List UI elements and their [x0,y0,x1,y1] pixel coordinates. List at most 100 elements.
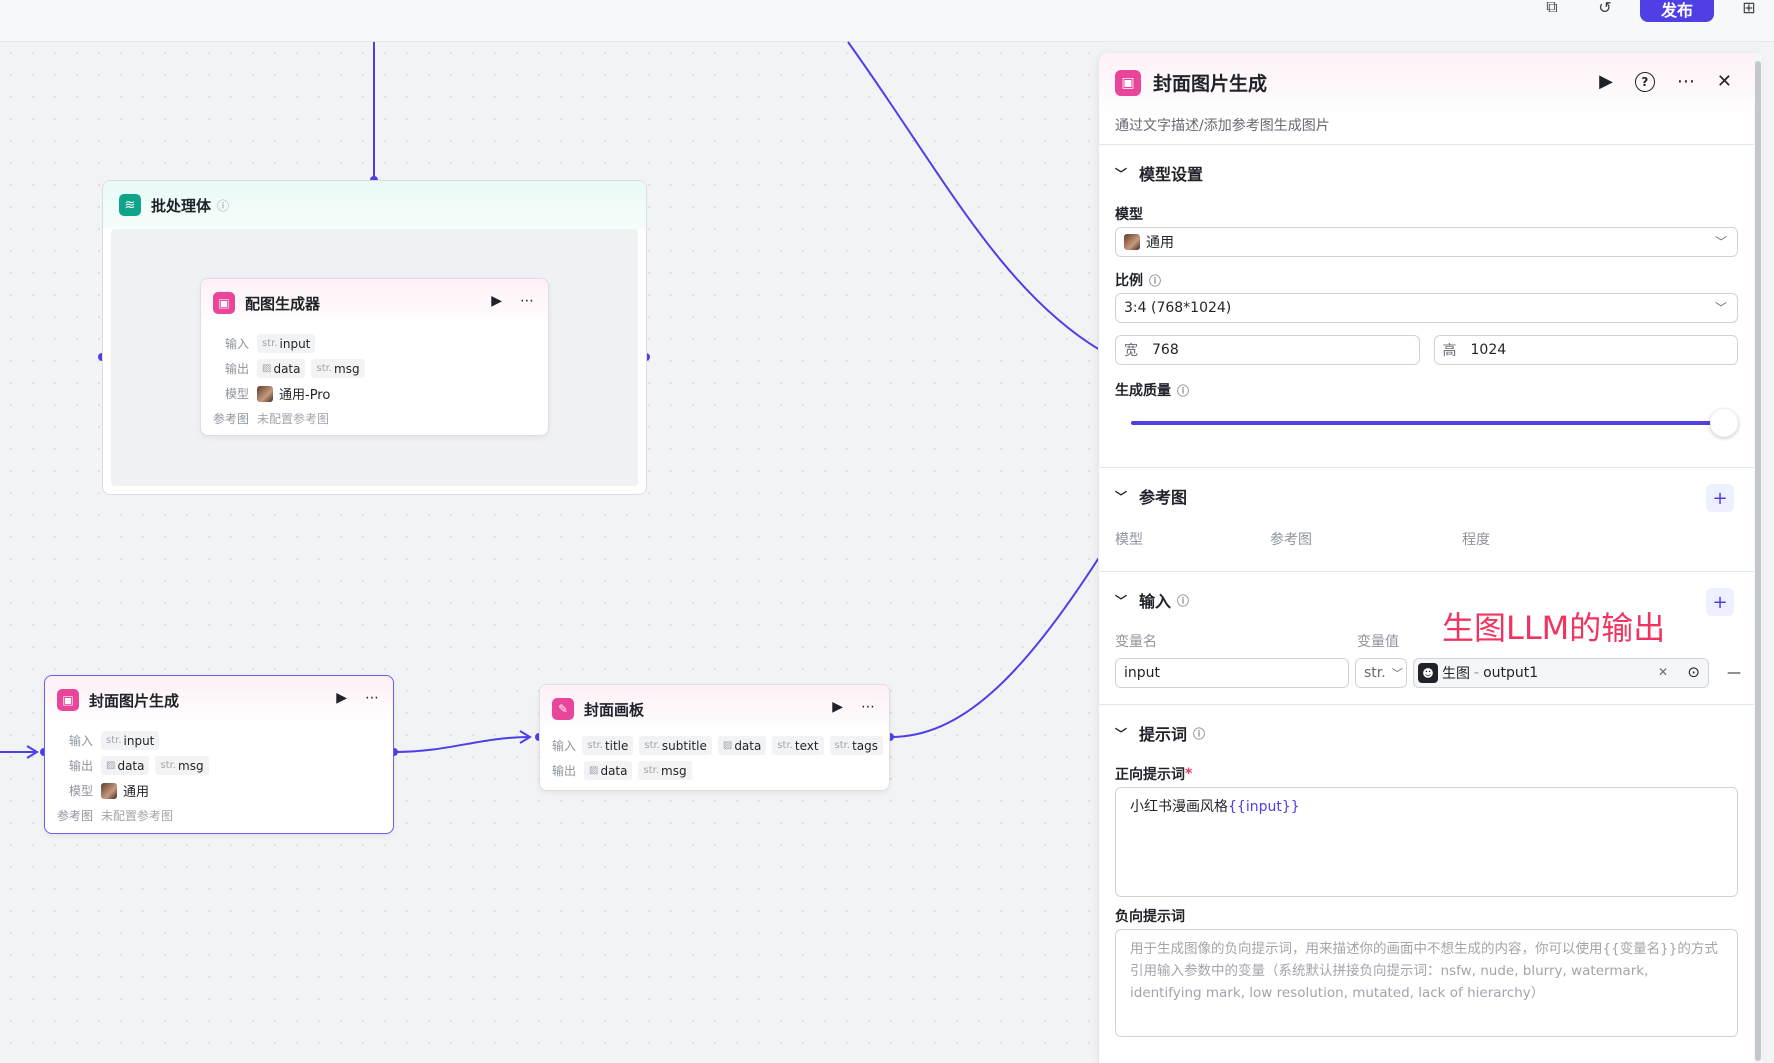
output-tag-msg: str.msg [155,756,209,775]
info-icon: ⓘ [1177,383,1190,398]
info-icon[interactable]: ⓘ [217,198,230,213]
panel-title: 封面图片生成 [1153,73,1268,95]
input-label: 输入 [69,734,94,748]
group-header[interactable]: ≋ 批处理体 ⓘ [103,181,646,229]
handle-dot[interactable] [886,733,894,741]
col-var-name: 变量名 [1115,634,1157,650]
output-tag-msg: str.msg [638,761,692,780]
image-icon: ▣ [213,292,235,314]
model-select[interactable]: 通用 ﹀ [1115,227,1738,257]
output-tag-data: ▨data [257,359,306,378]
ref-value: 未配置参考图 [257,412,330,426]
var-type-select[interactable]: str.﹀ [1355,658,1407,688]
reference-section: ﹀ 参考图 + 模型 参考图 程度 [1099,468,1762,572]
model-value: 通用 [123,785,150,800]
more-icon[interactable]: ⋯ [520,293,534,309]
more-icon[interactable]: ⋯ [365,690,379,706]
negative-prompt-input[interactable]: 用于生成图像的负向提示词，用来描述你的画面中不想生成的内容，你可以使用{{变量名… [1115,929,1738,1037]
target-icon[interactable]: ⊙ [1687,663,1700,681]
info-icon: ⓘ [1177,593,1190,608]
top-bar: ⧉ ↺ 发布 ⊞ [0,0,1774,42]
col-model: 模型 [1115,532,1143,548]
node-title: 配图生成器 [245,294,321,313]
more-icon[interactable]: ⋯ [861,699,875,715]
ref-value: 未配置参考图 [101,809,174,823]
clear-icon[interactable]: ✕ [1657,665,1668,679]
input-tag-title: str.title [582,736,634,755]
model-avatar [1124,234,1140,250]
output-tag-msg: str.msg [311,359,365,378]
run-icon[interactable]: ▶ [832,699,843,715]
image-type-icon: ▨ [722,740,733,751]
help-icon[interactable]: ? [1634,71,1655,92]
add-node-icon[interactable]: ⊞ [1742,0,1756,17]
annotation-text: 生图LLM的输出 [1442,609,1666,647]
edit-image-icon: ✎ [552,698,574,720]
output-label: 输出 [552,764,577,778]
input-label: 输入 [552,739,577,753]
chevron-down-icon: ﹀ [1714,301,1727,315]
output-tag-data: ▨data [584,761,633,780]
node-title: 封面图片生成 [89,691,180,710]
add-input-button[interactable]: + [1706,588,1734,616]
model-avatar [257,385,273,402]
section-toggle[interactable]: ﹀ 参考图 [1099,468,1762,524]
var-reference-select[interactable]: ☻ 生图 - output1 ✕ ⊙ [1413,658,1709,688]
node-cover-image-gen[interactable]: ▣ 封面图片生成 ▶ ⋯ 输入 str.input 输出 ▨data str.m… [44,675,394,834]
node-header[interactable]: ▣ 封面图片生成 ▶ ⋯ [45,676,393,724]
positive-prompt-input[interactable]: 小红书漫画风格{{input}} [1115,787,1738,897]
history-icon[interactable]: ↺ [1598,0,1612,17]
node-settings-panel: ▣ 封面图片生成 ▶ ? ⋯ ✕ 通过文字描述/添加参考图生成图片 ﹀ 模型设置… [1098,53,1762,1063]
output-label: 输出 [69,759,94,773]
remove-input-button[interactable]: — [1727,665,1741,681]
model-value: 通用-Pro [279,388,331,403]
llm-avatar-icon: ☻ [1418,663,1438,683]
node-header[interactable]: ✎ 封面画板 ▶ ⋯ [540,685,889,733]
width-input[interactable]: 宽 768 [1115,335,1420,365]
section-toggle[interactable]: ﹀ 输入 ⓘ [1099,572,1762,628]
slider-track [1131,421,1732,425]
section-toggle[interactable]: ﹀ 模型设置 [1099,145,1762,201]
input-section: ﹀ 输入 ⓘ + 变量名 变量值 input str.﹀ ☻ 生图 - outp… [1099,572,1762,705]
section-title: 提示词 [1139,725,1188,744]
image-type-icon: ▨ [589,765,599,776]
chevron-down-icon: ﹀ [1115,166,1128,181]
model-label: 模型 [69,784,94,798]
group-title: 批处理体 [151,196,212,215]
panel-scrollbar[interactable] [1754,53,1762,1063]
slider-handle[interactable] [1710,409,1738,437]
panel-description: 通过文字描述/添加参考图生成图片 [1115,118,1330,134]
model-avatar [101,782,117,799]
node-header[interactable]: ▣ 配图生成器 ▶ ⋯ [201,279,548,327]
chevron-down-icon: ﹀ [1115,726,1128,741]
var-name-input[interactable]: input [1115,658,1349,688]
run-icon[interactable]: ▶ [491,293,502,309]
close-icon[interactable]: ✕ [1716,71,1732,92]
copy-icon[interactable]: ⧉ [1546,0,1558,16]
publish-button[interactable]: 发布 [1640,0,1714,22]
node-title: 封面画板 [584,700,645,719]
ref-label: 参考图 [213,412,250,426]
output-label: 输出 [225,362,250,376]
node-image-generator[interactable]: ▣ 配图生成器 ▶ ⋯ 输入 str.input 输出 ▨data str.ms… [200,278,549,436]
add-reference-button[interactable]: + [1706,484,1734,512]
section-toggle[interactable]: ﹀ 提示词 ⓘ [1099,705,1762,761]
input-label: 输入 [225,337,250,351]
panel-header: ▣ 封面图片生成 ▶ ? ⋯ ✕ 通过文字描述/添加参考图生成图片 [1099,53,1762,145]
chevron-down-icon: ﹀ [1115,593,1128,608]
run-icon[interactable]: ▶ [336,690,347,706]
handle-dot[interactable] [390,748,398,756]
node-cover-board[interactable]: ✎ 封面画板 ▶ ⋯ 输入 str.title str.subtitle ▨da… [539,684,890,791]
scrollbar-thumb[interactable] [1755,61,1761,1061]
info-icon: ⓘ [1193,726,1206,741]
more-icon[interactable]: ⋯ [1676,71,1695,92]
ratio-select[interactable]: 3:4 (768*1024) ﹀ [1115,293,1738,323]
height-input[interactable]: 高 1024 [1433,335,1738,365]
input-tag: str.input [101,731,160,750]
quality-slider[interactable] [1131,403,1738,443]
run-icon[interactable]: ▶ [1599,71,1613,92]
chevron-down-icon: ﹀ [1391,667,1403,680]
info-icon: ⓘ [1149,273,1162,288]
image-icon: ▣ [1115,69,1141,96]
